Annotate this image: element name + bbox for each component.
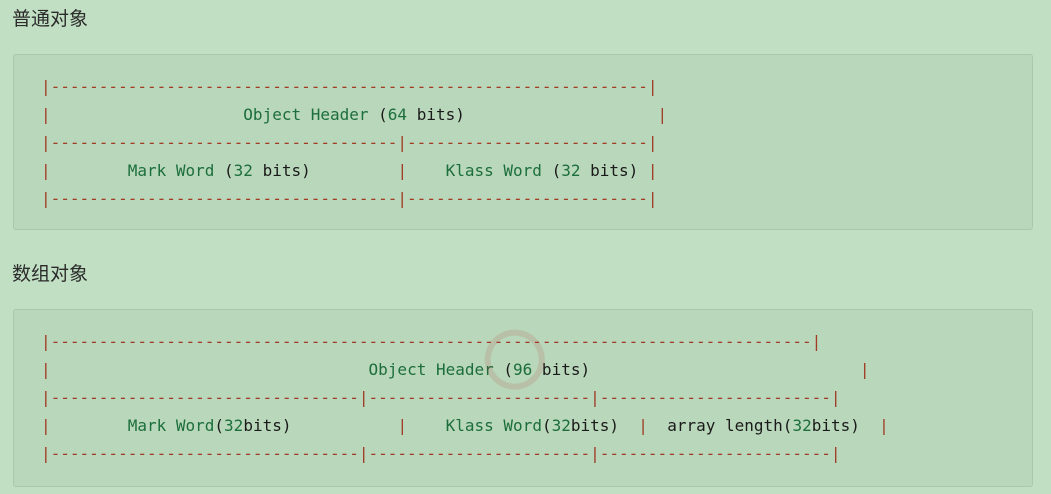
code-line: | Object Header (64 bits) |: [41, 101, 667, 129]
code-token-kw: Object Header: [243, 105, 369, 124]
code-block-array-object: |---------------------------------------…: [13, 309, 1033, 487]
code-token-sep: |: [647, 161, 658, 180]
code-token-txt: bits): [532, 360, 591, 379]
code-token-sep: |--------------------------------|------…: [41, 444, 841, 463]
code-line: | Mark Word(32bits) | Klass Word(32bits)…: [41, 412, 889, 440]
code-line: |---------------------------------------…: [41, 328, 889, 356]
code-token-txt: bits): [580, 161, 648, 180]
code-token-txt: [590, 360, 860, 379]
code-token-txt: (: [214, 161, 234, 180]
code-token-sep: |: [397, 416, 408, 435]
code-token-kw: Mark Word: [127, 416, 215, 435]
code-line: | Mark Word (32 bits) | Klass Word (32 b…: [41, 157, 667, 185]
code-token-kw: Mark Word: [127, 161, 215, 180]
code-token-txt: bits): [252, 161, 311, 180]
code-token-sep: |------------------------------------|--…: [41, 133, 658, 152]
code-token-txt: (: [368, 105, 388, 124]
code-token-num: 32: [561, 161, 581, 180]
code-line: |---------------------------------------…: [41, 73, 667, 101]
code-token-txt: bits): [243, 416, 292, 435]
code-token-txt: array length(: [647, 416, 793, 435]
code-token-txt: bits): [570, 416, 639, 435]
code-token-kw: Object Header: [368, 360, 494, 379]
code-token-sep: |: [41, 416, 51, 435]
code-token-num: 96: [513, 360, 533, 379]
code-token-sep: |: [859, 360, 870, 379]
code-text: |---------------------------------------…: [41, 328, 889, 468]
code-line: |--------------------------------|------…: [41, 384, 889, 412]
code-token-txt: [407, 161, 446, 180]
code-token-num: 32: [792, 416, 812, 435]
code-token-txt: [51, 105, 244, 124]
code-token-txt: [51, 416, 128, 435]
code-token-kw: Klass Word: [445, 161, 542, 180]
code-line: | Object Header (96 bits) |: [41, 356, 889, 384]
code-token-txt: (: [541, 416, 552, 435]
code-token-txt: [465, 105, 658, 124]
code-token-txt: (: [214, 416, 225, 435]
code-token-num: 32: [551, 416, 571, 435]
code-token-sep: |--------------------------------|------…: [41, 388, 841, 407]
code-token-txt: [407, 416, 446, 435]
code-token-txt: [51, 161, 128, 180]
code-token-kw: Klass Word: [445, 416, 542, 435]
code-token-sep: |: [397, 161, 408, 180]
code-token-num: 64: [387, 105, 408, 124]
section-heading-array-object: 数组对象: [12, 263, 89, 285]
code-token-sep: |: [41, 360, 51, 379]
code-token-num: 32: [233, 161, 253, 180]
code-line: |------------------------------------|--…: [41, 185, 667, 213]
code-token-num: 32: [224, 416, 244, 435]
code-block-normal-object: |---------------------------------------…: [13, 54, 1033, 230]
code-token-txt: bits): [407, 105, 465, 124]
code-token-txt: [291, 416, 397, 435]
code-line: |------------------------------------|--…: [41, 129, 667, 157]
code-token-sep: |: [41, 105, 51, 124]
code-line: |--------------------------------|------…: [41, 440, 889, 468]
section-heading-normal-object: 普通对象: [12, 8, 89, 30]
code-token-txt: bits): [811, 416, 880, 435]
code-token-sep: |: [879, 416, 889, 435]
code-token-txt: (: [541, 161, 562, 180]
code-token-sep: |---------------------------------------…: [41, 77, 658, 96]
code-text: |---------------------------------------…: [41, 73, 667, 213]
code-token-sep: |---------------------------------------…: [41, 332, 822, 351]
code-token-txt: (: [493, 360, 514, 379]
code-token-sep: |: [41, 161, 51, 180]
code-token-txt: [311, 161, 398, 180]
code-token-sep: |------------------------------------|--…: [41, 189, 658, 208]
code-token-sep: |: [638, 416, 648, 435]
code-token-txt: [51, 360, 369, 379]
code-token-sep: |: [657, 105, 668, 124]
